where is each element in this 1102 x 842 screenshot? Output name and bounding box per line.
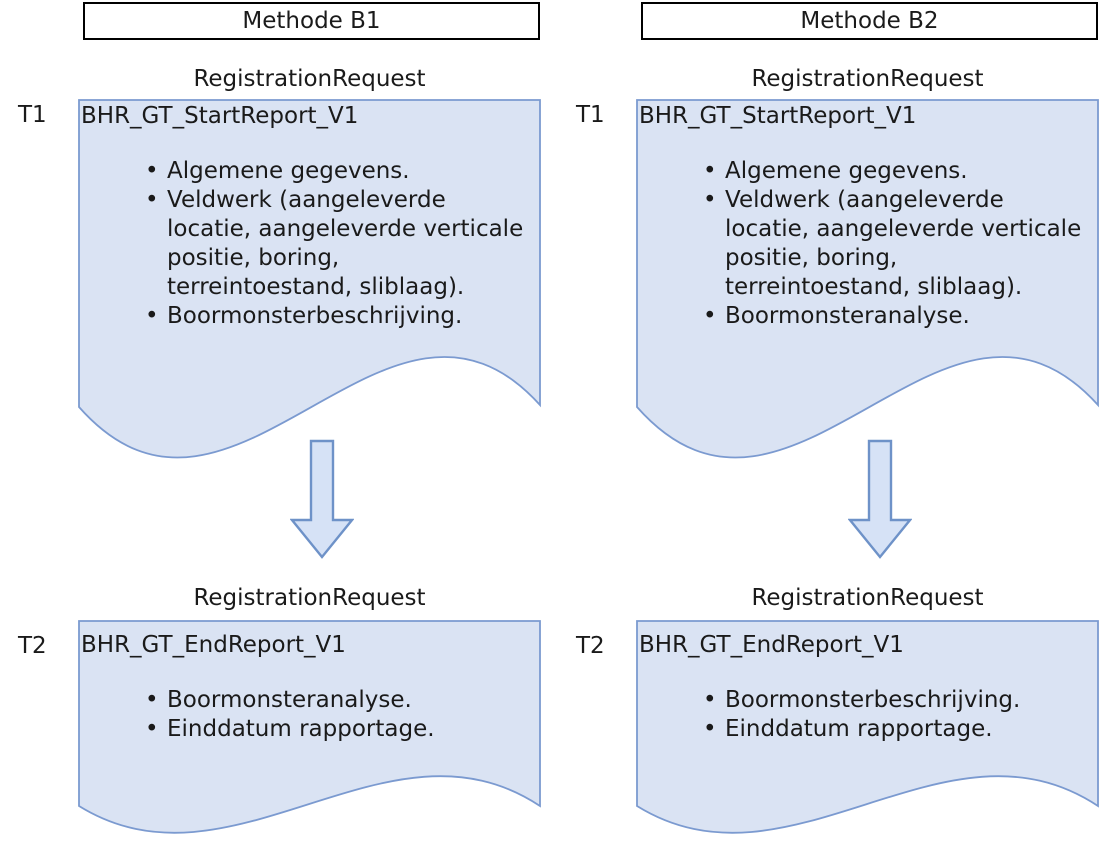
timestamp-label-t2: T2 xyxy=(576,633,605,659)
list-item: Boormonsterbeschrijving. xyxy=(143,302,539,331)
list-item: Algemene gegevens. xyxy=(701,157,1097,186)
report-name: BHR_GT_StartReport_V1 xyxy=(639,103,917,129)
list-item: Boormonsterbeschrijving. xyxy=(701,686,1097,715)
report-name: BHR_GT_EndReport_V1 xyxy=(639,632,904,658)
list-item: Veldwerk (aangeleverde locatie, aangelev… xyxy=(143,186,539,302)
down-arrow-icon xyxy=(848,439,912,559)
report-contents-list: Boormonsterbeschrijving. Einddatum rappo… xyxy=(701,686,1097,744)
registration-request-label: RegistrationRequest xyxy=(751,66,984,92)
report-contents-list: Algemene gegevens. Veldwerk (aangeleverd… xyxy=(701,157,1097,331)
timestamp-label-t2: T2 xyxy=(18,633,47,659)
method-b1-title-box: Methode B1 xyxy=(83,2,540,40)
list-item: Algemene gegevens. xyxy=(143,157,539,186)
registration-request-label: RegistrationRequest xyxy=(193,585,426,611)
report-name: BHR_GT_StartReport_V1 xyxy=(81,103,359,129)
list-item: Einddatum rapportage. xyxy=(143,715,539,744)
document-b1-startreport: BHR_GT_StartReport_V1 Algemene gegevens.… xyxy=(78,99,541,461)
list-item: Boormonsteranalyse. xyxy=(701,302,1097,331)
registration-request-label: RegistrationRequest xyxy=(751,585,984,611)
report-name: BHR_GT_EndReport_V1 xyxy=(81,632,346,658)
report-contents-list: Algemene gegevens. Veldwerk (aangeleverd… xyxy=(143,157,539,331)
method-b2-title-box: Methode B2 xyxy=(641,2,1098,40)
document-b2-endreport: BHR_GT_EndReport_V1 Boormonsterbeschrijv… xyxy=(636,620,1099,835)
timestamp-label-t1: T1 xyxy=(576,102,605,128)
report-contents-list: Boormonsteranalyse. Einddatum rapportage… xyxy=(143,686,539,744)
method-b1-title: Methode B1 xyxy=(242,8,381,34)
method-b2-title: Methode B2 xyxy=(800,8,939,34)
list-item: Boormonsteranalyse. xyxy=(143,686,539,715)
timestamp-label-t1: T1 xyxy=(18,102,47,128)
document-b2-startreport: BHR_GT_StartReport_V1 Algemene gegevens.… xyxy=(636,99,1099,461)
document-b1-endreport: BHR_GT_EndReport_V1 Boormonsteranalyse. … xyxy=(78,620,541,835)
down-arrow-icon xyxy=(290,439,354,559)
list-item: Einddatum rapportage. xyxy=(701,715,1097,744)
list-item: Veldwerk (aangeleverde locatie, aangelev… xyxy=(701,186,1097,302)
registration-request-label: RegistrationRequest xyxy=(193,66,426,92)
